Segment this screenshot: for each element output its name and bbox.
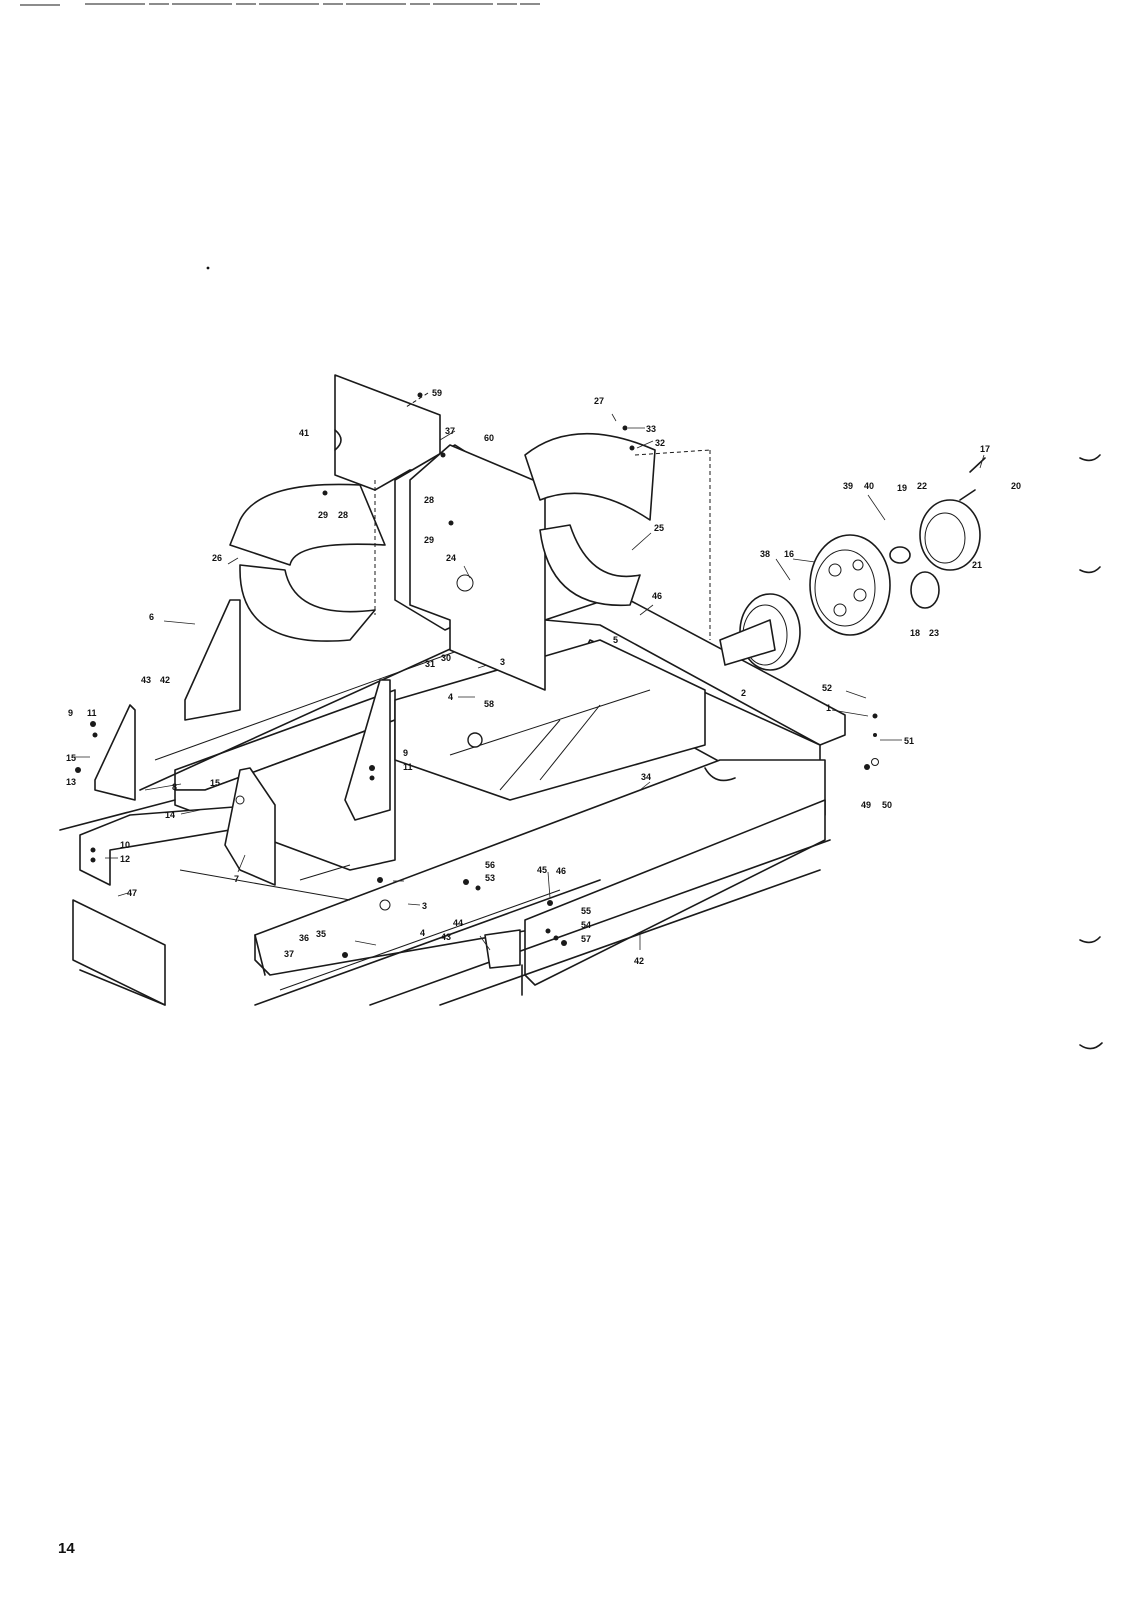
- callout-label: 6: [149, 612, 154, 622]
- callout-label: 50: [882, 800, 892, 810]
- callout-label: 29: [318, 510, 328, 520]
- callout-label: 11: [87, 708, 97, 718]
- callout-label: 46: [556, 866, 566, 876]
- callout-label: 19: [897, 483, 907, 493]
- callout-label: 15: [210, 778, 220, 788]
- panels: [334, 374, 546, 691]
- callout-label: 3: [422, 901, 427, 911]
- callout-label: 36: [299, 933, 309, 943]
- callout-label: 9: [68, 708, 73, 718]
- callout-label: 39: [843, 481, 853, 491]
- callout-label: 18: [910, 628, 920, 638]
- callout-label: 37: [445, 426, 455, 436]
- fasteners: [75, 392, 879, 958]
- callout-label: 30: [441, 653, 451, 663]
- callout-label: 17: [980, 444, 990, 454]
- callout-label: 3: [500, 657, 505, 667]
- callout-label: 32: [655, 438, 665, 448]
- callout-label: 24: [446, 553, 456, 563]
- callout-label: 56: [485, 860, 495, 870]
- callout-label: 28: [424, 495, 434, 505]
- callout-label: 59: [432, 388, 442, 398]
- callout-label: 20: [1011, 481, 1021, 491]
- callout-label: 26: [212, 553, 222, 563]
- leader-lines: [73, 392, 985, 951]
- callout-label: 5: [613, 635, 618, 645]
- callout-label: 55: [581, 906, 591, 916]
- callout-label: 27: [594, 396, 604, 406]
- callout-label: 54: [581, 920, 591, 930]
- callout-label: 35: [316, 929, 326, 939]
- callout-label: 47: [127, 888, 137, 898]
- callout-label: 43: [141, 675, 151, 685]
- callout-label: 41: [299, 428, 309, 438]
- callout-label: 49: [861, 800, 871, 810]
- base-frame: [59, 594, 846, 1006]
- callout-label: 13: [66, 777, 76, 787]
- callout-label: 60: [484, 433, 494, 443]
- callout-label: 46: [652, 591, 662, 601]
- callout-label: 52: [822, 683, 832, 693]
- callout-label: 22: [917, 481, 927, 491]
- callout-label: 23: [929, 628, 939, 638]
- half-shells: [229, 432, 711, 642]
- callout-label: 57: [581, 934, 591, 944]
- callout-label: 34: [641, 772, 651, 782]
- callout-label: 9: [403, 748, 408, 758]
- callout-label: 42: [634, 956, 644, 966]
- callout-label: 10: [120, 840, 130, 850]
- binding-marks: [206, 266, 1103, 1050]
- callout-label: 40: [864, 481, 874, 491]
- callout-label: 43: [441, 932, 451, 942]
- callout-label: 14: [165, 810, 175, 820]
- drive-assembly: [719, 457, 986, 671]
- uprights: [94, 599, 391, 886]
- callout-label: 44: [453, 918, 463, 928]
- callout-label: 51: [904, 736, 914, 746]
- callout-label: 53: [485, 873, 495, 883]
- callout-label: 38: [760, 549, 770, 559]
- callout-label: 58: [484, 699, 494, 709]
- callout-label: 8: [172, 782, 177, 792]
- callout-labels: 59 41 37 60 27 33 32 28 29 28 29 24 26 2…: [66, 388, 1021, 966]
- callout-label: 1: [826, 703, 831, 713]
- callout-label: 2: [741, 688, 746, 698]
- scan-edge-marks: [20, 3, 540, 6]
- callout-label: 21: [972, 560, 982, 570]
- callout-label: 31: [425, 659, 435, 669]
- callout-label: 11: [403, 762, 413, 772]
- page-number: 14: [58, 1540, 75, 1557]
- callout-label: 29: [424, 535, 434, 545]
- callout-label: 7: [234, 874, 239, 884]
- callout-label: 28: [338, 510, 348, 520]
- callout-label: 25: [654, 523, 664, 533]
- callout-label: 15: [66, 753, 76, 763]
- callout-label: 45: [537, 865, 547, 875]
- callout-label: 16: [784, 549, 794, 559]
- callout-label: 4: [420, 928, 425, 938]
- callout-label: 37: [284, 949, 294, 959]
- callout-label: 33: [646, 424, 656, 434]
- callout-label: 4: [448, 692, 453, 702]
- callout-label: 42: [160, 675, 170, 685]
- callout-label: 12: [120, 854, 130, 864]
